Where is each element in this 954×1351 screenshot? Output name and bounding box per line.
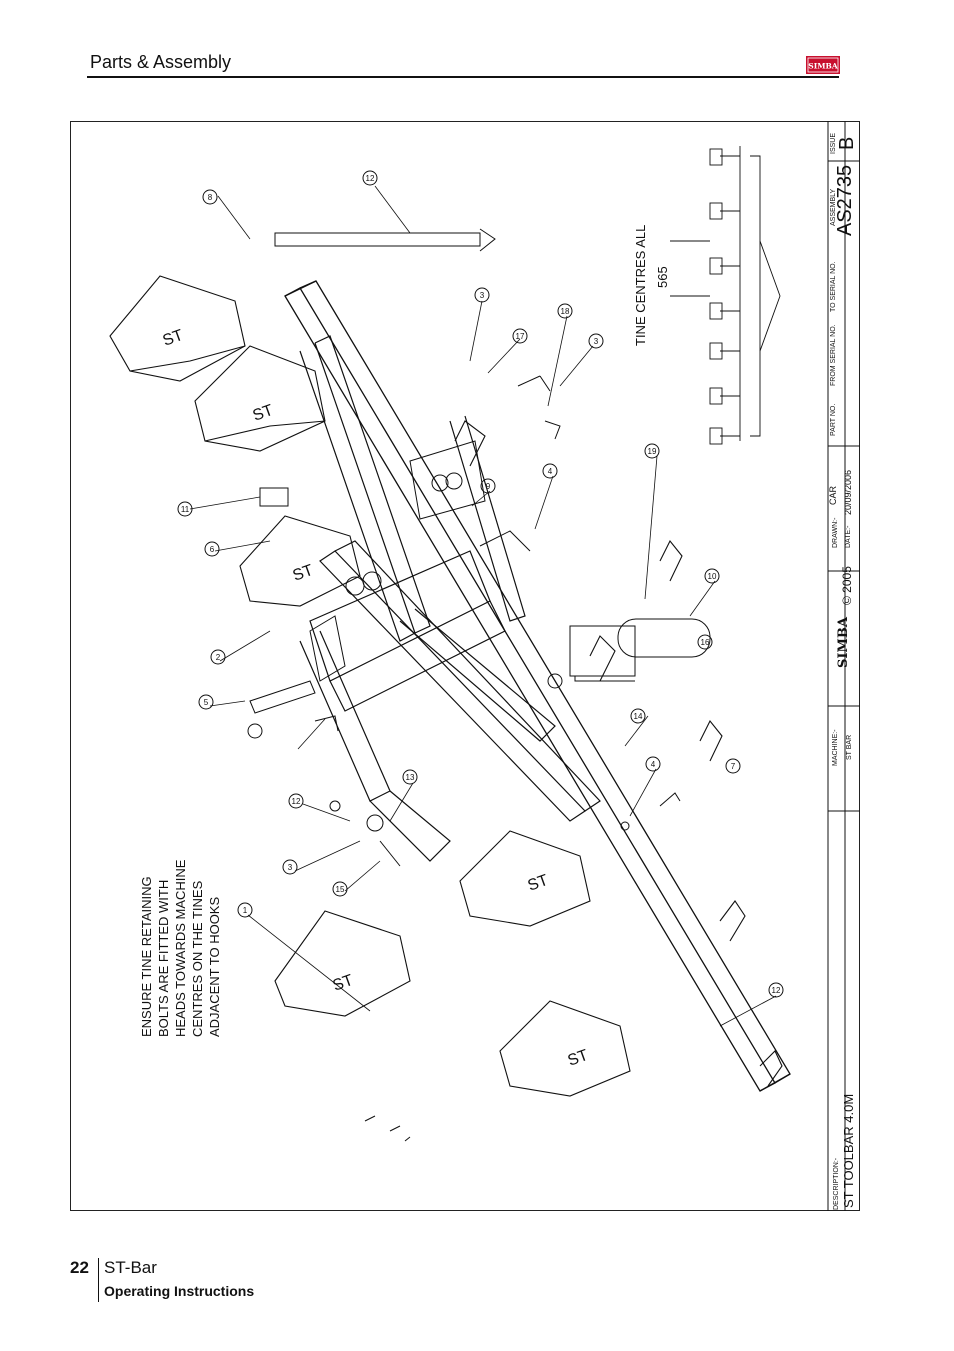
issue-value: B bbox=[836, 136, 858, 150]
brand-text: SIMBA bbox=[836, 617, 851, 668]
svg-text:18: 18 bbox=[561, 307, 570, 316]
svg-text:4: 4 bbox=[651, 760, 656, 769]
svg-text:7: 7 bbox=[731, 762, 736, 771]
plan-view bbox=[670, 146, 781, 445]
tine-units bbox=[109, 275, 783, 1097]
note-line: ADJACENT TO HOOKS bbox=[207, 896, 222, 1037]
svg-text:ST: ST bbox=[291, 562, 316, 585]
svg-text:6: 6 bbox=[210, 545, 215, 554]
header-rule bbox=[87, 76, 839, 78]
svg-text:ST: ST bbox=[526, 872, 551, 895]
main-toolbar-beam bbox=[284, 280, 791, 1092]
svg-text:ST: ST bbox=[331, 972, 356, 995]
svg-text:11: 11 bbox=[181, 505, 190, 514]
machine-label: MACHINE:- bbox=[832, 729, 839, 766]
svg-text:3: 3 bbox=[594, 337, 599, 346]
title-block-grid bbox=[827, 121, 860, 1211]
svg-text:13: 13 bbox=[406, 773, 415, 782]
svg-text:1: 1 bbox=[243, 906, 248, 915]
svg-text:5: 5 bbox=[204, 698, 209, 707]
svg-text:3: 3 bbox=[288, 863, 293, 872]
svg-text:ST: ST bbox=[161, 327, 186, 350]
svg-text:ST: ST bbox=[566, 1047, 591, 1070]
loose-parts bbox=[247, 228, 711, 1142]
drawn-value: CAR bbox=[828, 485, 838, 505]
page-number: 22 bbox=[70, 1258, 89, 1277]
note-line: BOLTS ARE FITTED WITH bbox=[156, 879, 171, 1037]
note-line: HEADS TOWARDS MACHINE bbox=[173, 859, 188, 1037]
to-serial-label: TO SERIAL NO. bbox=[830, 261, 837, 312]
svg-text:10: 10 bbox=[708, 572, 717, 581]
tine-centres-label: TINE CENTRES ALL bbox=[633, 224, 648, 346]
note-line: ENSURE TINE RETAINING bbox=[139, 876, 154, 1037]
date-label: DATE:- bbox=[845, 525, 852, 548]
assembly-note: ENSURE TINE RETAINING BOLTS ARE FITTED W… bbox=[138, 860, 223, 1037]
footer-subtitle: Operating Instructions bbox=[104, 1283, 255, 1299]
description-label: DESCRIPTION:- bbox=[833, 1157, 840, 1210]
description-value: ST TOOLBAR 4.0M bbox=[841, 1093, 856, 1208]
svg-text:8: 8 bbox=[208, 193, 213, 202]
note-line: CENTRES ON THE TINES bbox=[190, 880, 205, 1037]
footer-product: ST-Bar bbox=[104, 1258, 157, 1277]
svg-text:15: 15 bbox=[336, 885, 345, 894]
svg-text:12: 12 bbox=[366, 174, 375, 183]
svg-text:ST: ST bbox=[251, 402, 276, 425]
svg-text:4: 4 bbox=[548, 467, 553, 476]
copyright-text: © 2005 bbox=[840, 566, 854, 605]
svg-text:12: 12 bbox=[292, 797, 301, 806]
svg-text:17: 17 bbox=[516, 332, 525, 341]
footer-divider bbox=[98, 1258, 99, 1302]
tine-centres-value: 565 bbox=[655, 266, 670, 288]
svg-text:12: 12 bbox=[772, 986, 781, 995]
page-header-title: Parts & Assembly bbox=[90, 52, 232, 72]
headstock-frame bbox=[299, 335, 601, 862]
drawn-label: DRAWN:- bbox=[832, 517, 839, 548]
leader-lines bbox=[189, 185, 777, 1027]
simba-logo: SIMBA bbox=[806, 56, 840, 74]
exploded-parts-drawing: ST ST ST ST ST ST bbox=[109, 121, 860, 1211]
svg-text:19: 19 bbox=[648, 447, 657, 456]
machine-value: ST BAR bbox=[846, 734, 853, 760]
from-serial-label: FROM SERIAL NO. bbox=[830, 324, 837, 386]
drawing-frame bbox=[70, 121, 860, 1211]
svg-text:14: 14 bbox=[634, 712, 643, 721]
part-no-label: PART NO. bbox=[830, 403, 837, 436]
svg-text:3: 3 bbox=[480, 291, 485, 300]
assembly-value: AS2735 bbox=[834, 164, 856, 236]
hitch-plates bbox=[309, 440, 563, 689]
tine-labels: ST ST ST ST ST ST bbox=[161, 327, 591, 1070]
date-value: 20/09/2006 bbox=[843, 469, 853, 515]
svg-text:SIMBA: SIMBA bbox=[808, 62, 838, 71]
svg-text:9: 9 bbox=[486, 482, 491, 491]
svg-text:16: 16 bbox=[701, 638, 710, 647]
svg-text:2: 2 bbox=[216, 653, 221, 662]
part-callouts: 8 12 3 17 18 3 19 4 9 11 6 10 2 5 14 13 … bbox=[177, 170, 784, 998]
